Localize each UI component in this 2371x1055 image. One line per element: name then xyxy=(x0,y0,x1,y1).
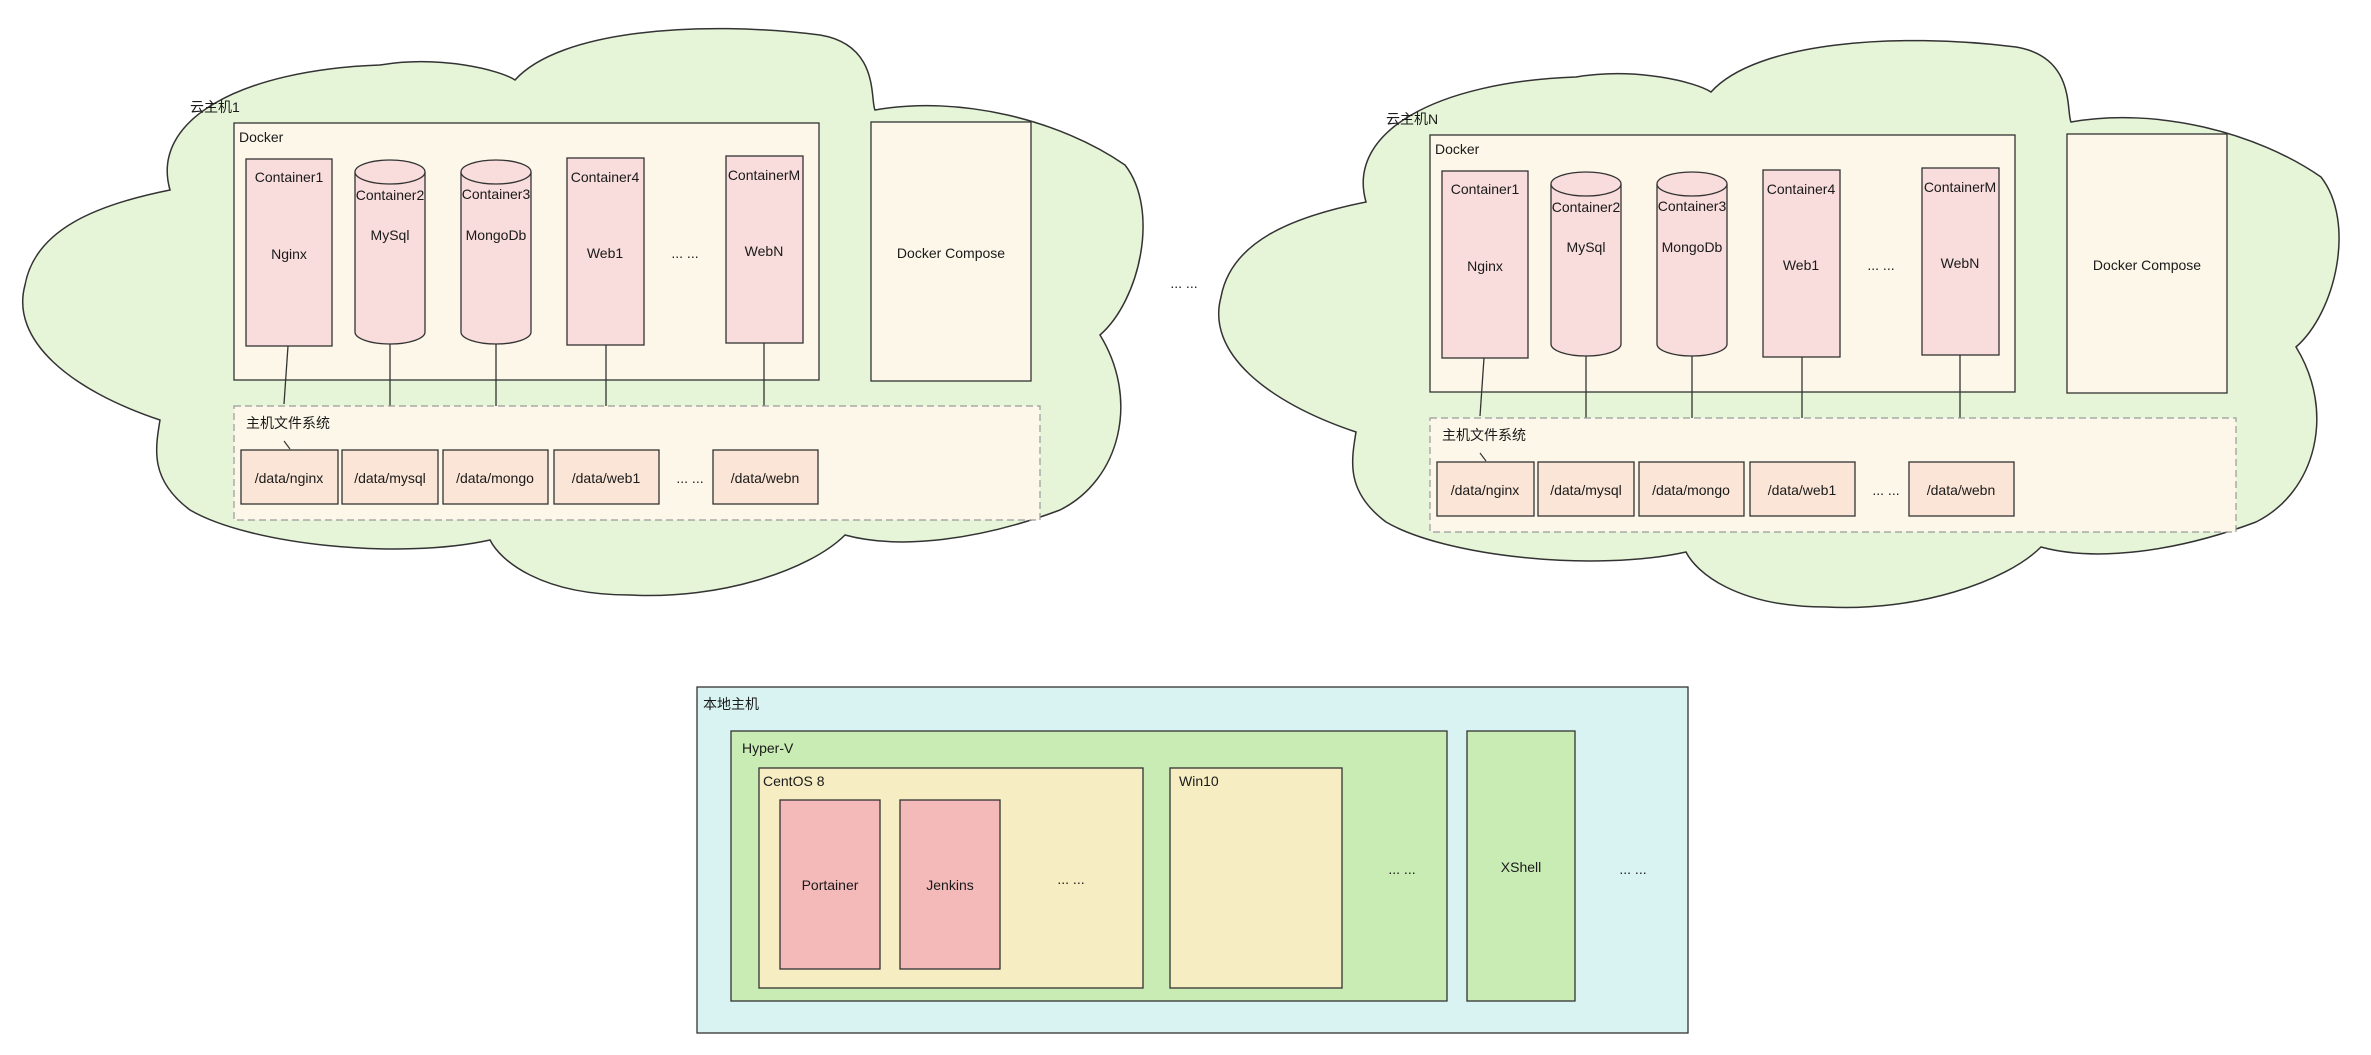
xshell-box xyxy=(1466,730,1576,1002)
arrow-tick xyxy=(283,440,291,450)
path-box xyxy=(341,449,439,505)
hyperv-ellipsis: ... ... xyxy=(1388,861,1415,877)
container-box-1-4 xyxy=(566,157,645,346)
container-service: MongoDb xyxy=(1662,239,1723,255)
docker-compose-box-1 xyxy=(870,121,1032,382)
link-nginx-n xyxy=(1479,357,1485,417)
path-box xyxy=(442,449,549,505)
path-label: /data/mongo xyxy=(1652,482,1730,498)
centos-title: CentOS 8 xyxy=(763,773,825,789)
container-cylinder-1-2 xyxy=(354,159,426,345)
path-label: /data/nginx xyxy=(255,470,324,486)
path-label: /data/web1 xyxy=(572,470,641,486)
local-host: 本地主机 Hyper-V CentOS 8 Portainer Jenkins … xyxy=(696,686,1689,1034)
path-box xyxy=(553,449,660,505)
path-box xyxy=(1638,461,1745,517)
container-ellipsis: ... ... xyxy=(1867,257,1894,273)
path-ellipsis: ... ... xyxy=(1872,482,1899,498)
container-name: Container2 xyxy=(356,187,425,203)
between-hosts-ellipsis: ... ... xyxy=(1170,275,1197,291)
container-cylinder-n-3 xyxy=(1656,171,1728,357)
container-box-1-1 xyxy=(245,158,333,347)
path-label: /data/mysql xyxy=(354,470,426,486)
container-name: Container1 xyxy=(255,169,324,185)
portainer-label: Portainer xyxy=(802,877,859,893)
win10-box xyxy=(1169,767,1343,989)
docker-label-1: Docker xyxy=(239,129,284,145)
cloud-host-n: 云主机N Docker Docker Compose Container1 Ng… xyxy=(1218,39,2340,609)
docker-label-n: Docker xyxy=(1435,141,1480,157)
cloud-host-1: 云主机1 Docker Docker Compose Container1 Ng… xyxy=(22,27,1144,597)
container-service: Web1 xyxy=(1783,257,1820,273)
container-service: MySql xyxy=(1567,239,1606,255)
docker-compose-label-n: Docker Compose xyxy=(2093,257,2201,273)
docker-compose-label-1: Docker Compose xyxy=(897,245,1005,261)
container-service: WebN xyxy=(745,243,784,259)
container-name: Container1 xyxy=(1451,181,1520,197)
path-label: /data/nginx xyxy=(1451,482,1520,498)
xshell-label: XShell xyxy=(1501,859,1541,875)
centos-ellipsis: ... ... xyxy=(1057,871,1084,887)
path-label: /data/mysql xyxy=(1550,482,1622,498)
portainer-box xyxy=(779,799,881,970)
path-box xyxy=(712,449,819,505)
path-label: /data/mongo xyxy=(456,470,534,486)
path-box xyxy=(1537,461,1635,517)
path-label: /data/web1 xyxy=(1768,482,1837,498)
container-name: Container3 xyxy=(462,186,531,202)
container-cylinder-1-3 xyxy=(460,159,532,345)
win10-title: Win10 xyxy=(1179,773,1219,789)
docker-compose-box-n xyxy=(2066,133,2228,394)
path-label: /data/webn xyxy=(1927,482,1996,498)
jenkins-label: Jenkins xyxy=(926,877,973,893)
container-name: Container4 xyxy=(1767,181,1836,197)
container-service: MongoDb xyxy=(466,227,527,243)
container-name: Container2 xyxy=(1552,199,1621,215)
container-name: ContainerM xyxy=(1924,179,1996,195)
container-box-n-5 xyxy=(1921,167,2000,356)
path-box xyxy=(1436,461,1535,517)
cloud-host-1-title: 云主机1 xyxy=(190,99,240,115)
container-service: WebN xyxy=(1941,255,1980,271)
container-cylinder-n-2 xyxy=(1550,171,1622,357)
path-box xyxy=(240,449,339,505)
container-box-n-1 xyxy=(1441,170,1529,359)
path-ellipsis: ... ... xyxy=(676,470,703,486)
path-box xyxy=(1749,461,1856,517)
container-name: Container3 xyxy=(1658,198,1727,214)
container-service: Nginx xyxy=(271,246,307,262)
link-nginx-1 xyxy=(283,345,289,405)
container-service: MySql xyxy=(371,227,410,243)
container-ellipsis: ... ... xyxy=(671,245,698,261)
jenkins-box xyxy=(899,799,1001,970)
container-box-1-5 xyxy=(725,155,804,344)
container-name: ContainerM xyxy=(728,167,800,183)
arrow-tick xyxy=(1479,452,1487,462)
cloud-host-n-title: 云主机N xyxy=(1386,111,1438,127)
hyperv-title: Hyper-V xyxy=(742,740,794,756)
path-label: /data/webn xyxy=(731,470,800,486)
path-box xyxy=(1908,461,2015,517)
container-name: Container4 xyxy=(571,169,640,185)
local-host-title: 本地主机 xyxy=(703,696,759,712)
container-service: Nginx xyxy=(1467,258,1503,274)
local-host-ellipsis: ... ... xyxy=(1619,861,1646,877)
host-fs-label-n: 主机文件系统 xyxy=(1442,427,1526,443)
host-fs-label-1: 主机文件系统 xyxy=(246,415,330,431)
container-service: Web1 xyxy=(587,245,624,261)
container-box-n-4 xyxy=(1762,169,1841,358)
